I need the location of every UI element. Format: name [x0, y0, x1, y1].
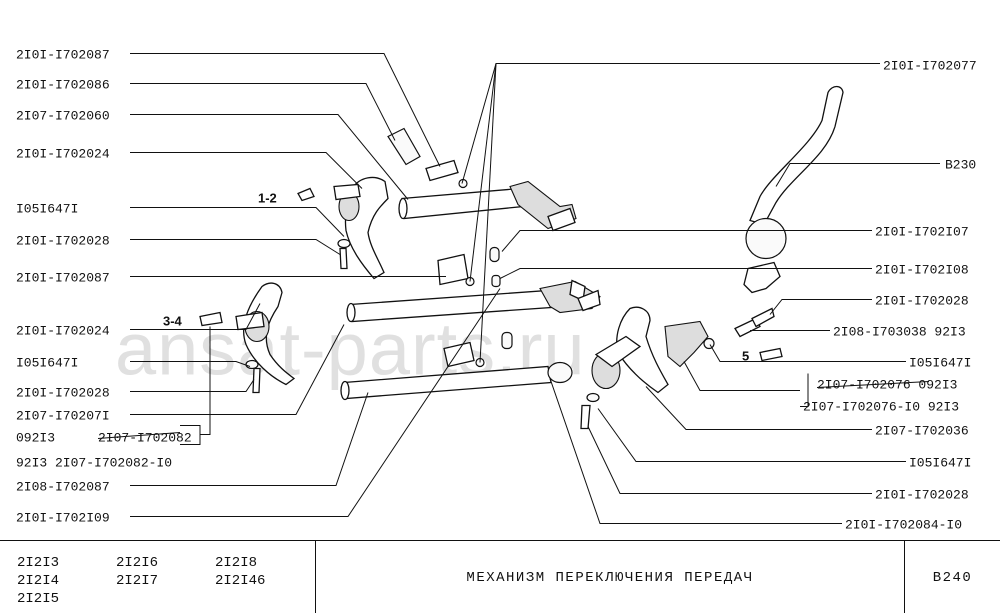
model-21217: 2I2I7 — [116, 573, 159, 589]
model-212146: 2I2I46 — [215, 573, 266, 589]
label-2101-1702087-a: 2I0I-I702087 — [16, 48, 110, 63]
label-2107-1702071: 2I07-I70207I — [16, 409, 110, 424]
gear-label-1-2: 1-2 — [258, 191, 277, 206]
title-block: 2I2I3 2I2I4 2I2I5 2I2I6 2I2I7 2I2I8 2I2I… — [0, 540, 1000, 613]
label-09213: 092I3 — [16, 431, 55, 446]
fork-upper — [333, 176, 389, 280]
label-2107-1702076-10-9213: 2I07-I702076-I0 92I3 — [803, 400, 959, 415]
model-21214: 2I2I4 — [17, 573, 60, 589]
label-2101-1702024-a: 2I0I-I702024 — [16, 147, 110, 162]
label-2101-1702108: 2I0I-I702I08 — [875, 263, 969, 278]
rod-middle — [346, 279, 601, 323]
assembly-title-cell: МЕХАНИЗМ ПЕРЕКЛЮЧЕНИЯ ПЕРЕДАЧ — [316, 541, 905, 613]
page-code: В240 — [932, 569, 973, 586]
label-2107-1702060: 2I07-I702060 — [16, 109, 110, 124]
fork-right — [591, 306, 669, 394]
label-2108-1702087: 2I08-I702087 — [16, 480, 110, 495]
label-2107-1702082: 2I07-I702082 — [98, 431, 192, 446]
label-2101-1702028-d: 2I0I-I702028 — [875, 488, 969, 503]
model-21215: 2I2I5 — [17, 591, 60, 607]
label-2107-1702076-09213: 2I07-I702076 092I3 — [817, 378, 957, 393]
model-list: 2I2I3 2I2I4 2I2I5 2I2I6 2I2I7 2I2I8 2I2I… — [0, 541, 316, 613]
small-parts — [199, 127, 783, 430]
label-2101-1702107: 2I0I-I702I07 — [875, 225, 969, 240]
gear-label-3-4: 3-4 — [163, 314, 183, 329]
label-b230: В230 — [945, 158, 976, 173]
fork-middle — [235, 282, 296, 386]
label-2108-1703038-9213: 2I08-I703038 92I3 — [833, 325, 966, 340]
leader-lines — [97, 53, 940, 524]
label-9213-2107-1702082-10: 92I3 2I07-I702082-I0 — [16, 456, 172, 471]
label-2101-1702109: 2I0I-I702I09 — [16, 511, 110, 526]
model-21216: 2I2I6 — [116, 555, 159, 571]
label-2101-1702087-b: 2I0I-I702087 — [16, 271, 110, 286]
label-2101-1702086: 2I0I-I702086 — [16, 78, 110, 93]
model-21213: 2I2I3 — [17, 555, 60, 571]
selector-lever — [664, 85, 844, 368]
label-2101-1702077: 2I0I-I702077 — [883, 59, 977, 74]
gear-label-5: 5 — [742, 349, 749, 364]
label-2101-1702028-c: 2I0I-I702028 — [875, 294, 969, 309]
label-1051647-a: I05I647I — [16, 202, 78, 217]
label-2107-1702036: 2I07-I702036 — [875, 424, 969, 439]
label-2101-1702028-b: 2I0I-I702028 — [16, 386, 110, 401]
assembly-title: МЕХАНИЗМ ПЕРЕКЛЮЧЕНИЯ ПЕРЕДАЧ — [466, 569, 754, 586]
label-2101-1702084-10: 2I0I-I702084-I0 — [845, 518, 962, 533]
label-1051647-b: I05I647I — [16, 356, 78, 371]
label-2101-1702024-b: 2I0I-I702024 — [16, 324, 110, 339]
rod-upper — [398, 180, 577, 232]
label-2101-1702028-a: 2I0I-I702028 — [16, 234, 110, 249]
label-1051647-c: I05I647I — [909, 356, 971, 371]
model-21218: 2I2I8 — [215, 555, 258, 571]
page-code-cell: В240 — [905, 541, 1000, 613]
label-1051647-d: I05I647I — [909, 456, 971, 471]
